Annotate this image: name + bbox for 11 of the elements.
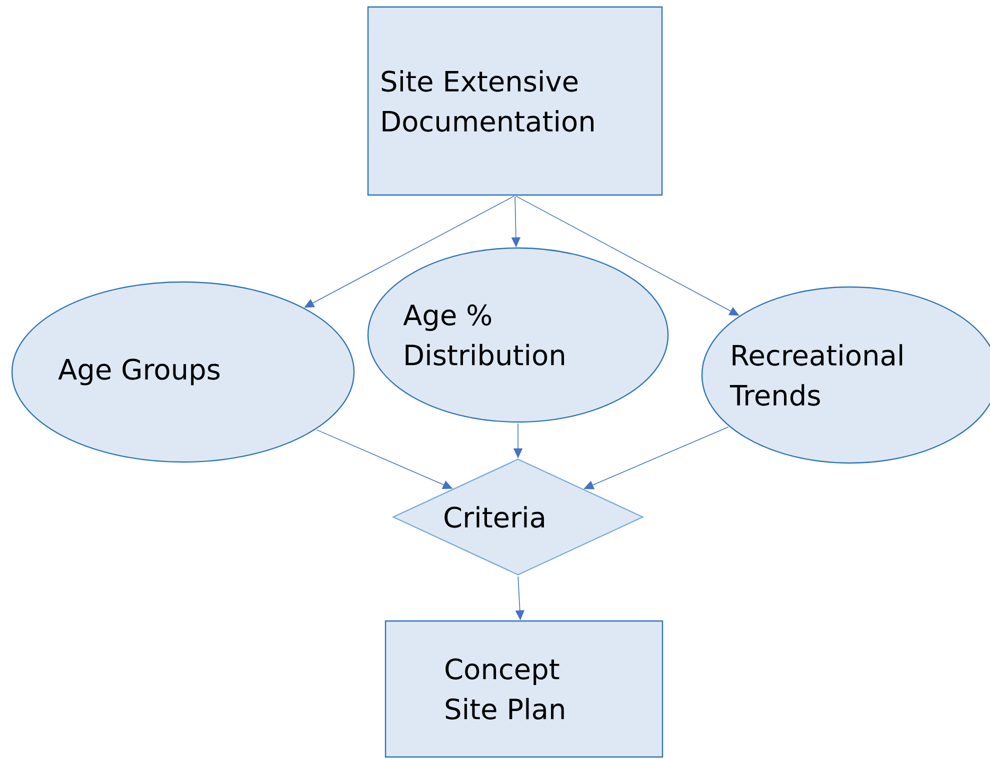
process-box <box>384 620 664 758</box>
process-ellipse <box>367 247 669 423</box>
process-box <box>367 6 663 196</box>
node-label: Age % Distribution <box>403 304 564 366</box>
node-label: Site Extensive Documentation <box>382 70 594 132</box>
node-label: Recreational Trends <box>730 344 902 406</box>
node-label: Criteria <box>444 506 544 528</box>
process-ellipse <box>11 281 355 463</box>
node-label: Age Groups <box>58 358 220 386</box>
node-label: Concept Site Plan <box>446 658 564 720</box>
process-ellipse <box>701 286 990 464</box>
